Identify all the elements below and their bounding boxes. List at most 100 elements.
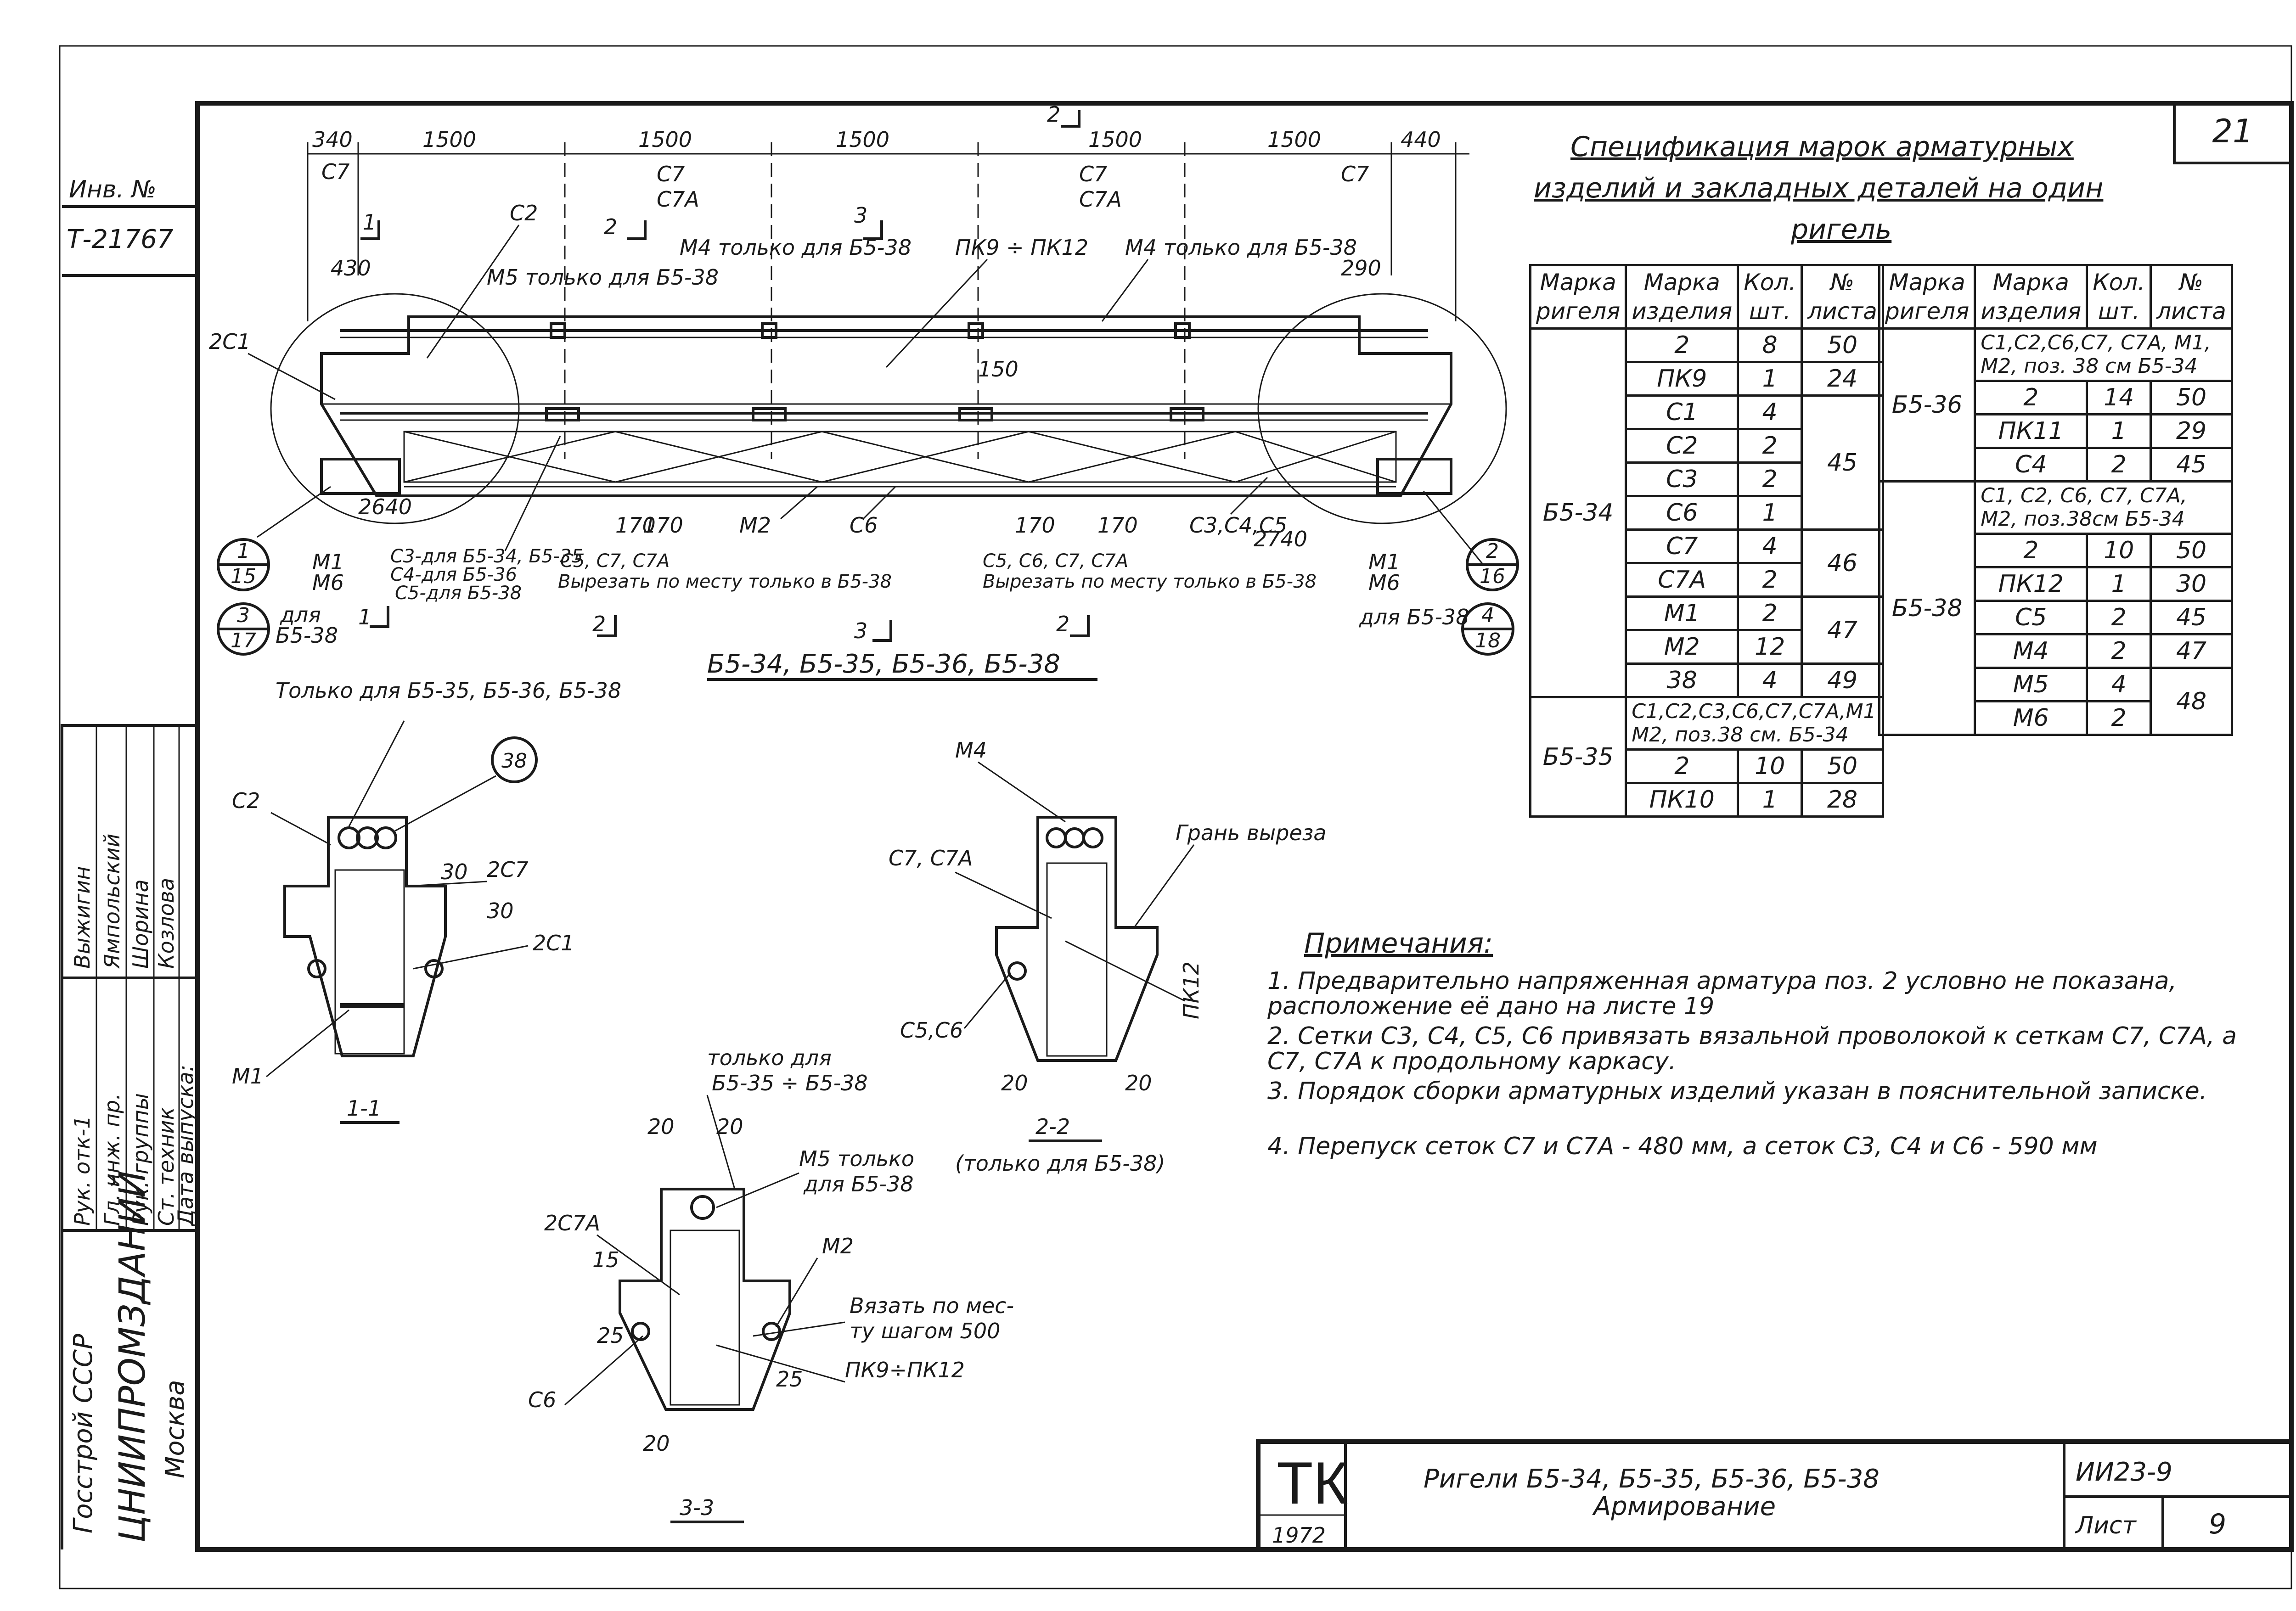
dim-1500-a: 1500	[422, 127, 476, 152]
spec-header-qty: Кол. шт.	[1737, 264, 1803, 330]
sheet-number: 21	[2212, 112, 2253, 150]
org-city: Москва	[160, 1380, 190, 1478]
spec-cell: 2	[2086, 447, 2152, 483]
bubble-38	[491, 736, 538, 783]
label-m4-only-right: М4 только для Б5-38	[1125, 235, 1357, 260]
tendon	[1064, 827, 1085, 848]
leader	[1065, 940, 1185, 1002]
role-5: Дата выпуска:	[173, 1065, 198, 1227]
spec-cell: 50	[2150, 533, 2233, 569]
spec-header-sheet: № листа	[1801, 264, 1884, 330]
spec-cell: Б5-34	[1529, 327, 1627, 698]
note-4: 4. Перепуск сеток С7 и С7А - 480 мм, а с…	[1267, 1133, 2098, 1160]
end-plate-right	[1376, 458, 1452, 495]
inventory-label: Инв. №	[69, 176, 157, 203]
section-3-pk: ПК9÷ПК12	[845, 1358, 965, 1382]
spec-cell: М6	[1974, 700, 2088, 736]
cut-3-label: 3	[854, 203, 867, 228]
section-3-outline	[619, 1188, 791, 1411]
beam-outline	[320, 315, 1452, 497]
spec-cell: 49	[1801, 662, 1884, 698]
cut-2-label-bottom-right: 2	[1056, 612, 1069, 636]
title-block-series: ИИ23-9	[2076, 1457, 2172, 1487]
label-dla: для	[280, 602, 321, 627]
spec-cell: ПК12	[1974, 566, 2088, 602]
section-1-m1: М1	[232, 1064, 264, 1089]
spec-cell: 14	[2086, 380, 2152, 416]
spec-cell: 48	[2150, 667, 2233, 736]
bubble-2-top: 3	[237, 604, 250, 627]
label-m1-left: М1	[312, 550, 344, 574]
section-3-d20c: 20	[643, 1431, 670, 1456]
leader	[963, 973, 1011, 1029]
detail-circle-left	[270, 293, 520, 524]
section-3-c6: С6	[528, 1387, 556, 1412]
title-block-title-2: Армирование	[1592, 1492, 1776, 1521]
spec-cell: С1,С2,С6,С7, С7А, М1, М2, поз. 38 см Б5-…	[1974, 327, 2233, 382]
spec-cell: 47	[1801, 595, 1884, 665]
leader	[270, 812, 331, 846]
label-m4-only-left: М4 только для Б5-38	[680, 235, 912, 260]
org-ministry: Госстрой СССР	[68, 1334, 98, 1533]
spec-cell: Б5-38	[1878, 480, 1976, 736]
dim-340: 340	[312, 127, 353, 152]
section-2-subcaption: (только для Б5-38)	[955, 1151, 1165, 1176]
spec-header-beam: Марка ригеля	[1878, 264, 1976, 330]
embed-plate	[1170, 407, 1204, 421]
spec-cell: 2	[1737, 595, 1803, 631]
spec-cell: 8	[1737, 327, 1803, 363]
leader	[597, 1234, 680, 1296]
label-cut-right: Вырезать по месту только в Б5-38	[983, 571, 1317, 592]
spec-cell: С3	[1625, 461, 1739, 497]
spec-cell: 10	[1737, 748, 1803, 785]
spec-cell: 2	[1625, 327, 1739, 363]
brace	[1235, 431, 1396, 483]
label-m1-right: М1	[1368, 550, 1400, 574]
brace	[1028, 431, 1236, 483]
leader	[716, 1344, 845, 1383]
cut-2-bottom	[597, 615, 617, 637]
leader	[753, 1321, 845, 1337]
title-block-sheet-value: 9	[2209, 1508, 2226, 1540]
section-3-cage	[670, 1229, 740, 1406]
spec-cell: 50	[1801, 327, 1884, 363]
section-1-1: 38 Только для Б5-35, Б5-36, Б5-38 С2 2С7…	[232, 678, 621, 1124]
label-c7-right: С7	[1341, 162, 1369, 186]
spec-cell: 38	[1625, 662, 1739, 698]
section-2-cage	[1046, 862, 1108, 1057]
bubble-4-bottom: 18	[1475, 629, 1501, 652]
signature-2: Ямпольский	[100, 834, 124, 969]
spec-cell: 10	[2086, 533, 2152, 569]
title-block-mark: ТК	[1277, 1449, 1348, 1516]
section-1-d30b: 30	[487, 898, 514, 923]
leader	[1101, 259, 1149, 322]
section-3-tie: Вязать по мес-	[850, 1293, 1014, 1318]
section-2-c7c7a: С7, С7А	[889, 846, 973, 870]
label-c5c6: С5, С6, С7, С7А	[983, 550, 1128, 572]
dim-440: 440	[1401, 127, 1441, 152]
tendon	[356, 826, 379, 849]
tendon	[690, 1195, 715, 1220]
section-2-pk12: ПК12	[1179, 961, 1204, 1019]
cut-1-label: 1	[363, 210, 376, 235]
label-b538: Б5-38	[276, 623, 338, 648]
dim-170-b: 170	[643, 513, 683, 538]
spec-cell: 45	[2150, 447, 2233, 483]
spec-cell: 1	[2086, 566, 2152, 602]
note-2: 2. Сетки С3, С4, С5, С6 привязать вязаль…	[1267, 1022, 2237, 1075]
spec-header-row: Марка ригеля Марка изделия Кол. шт. № ли…	[1878, 264, 2233, 330]
spec-cell: 2	[2086, 600, 2152, 636]
leader	[426, 225, 520, 359]
bubble-3-top: 2	[1486, 539, 1499, 563]
spec-cell: М2	[1625, 629, 1739, 665]
title-block-sheet-label: Лист	[2075, 1512, 2137, 1539]
